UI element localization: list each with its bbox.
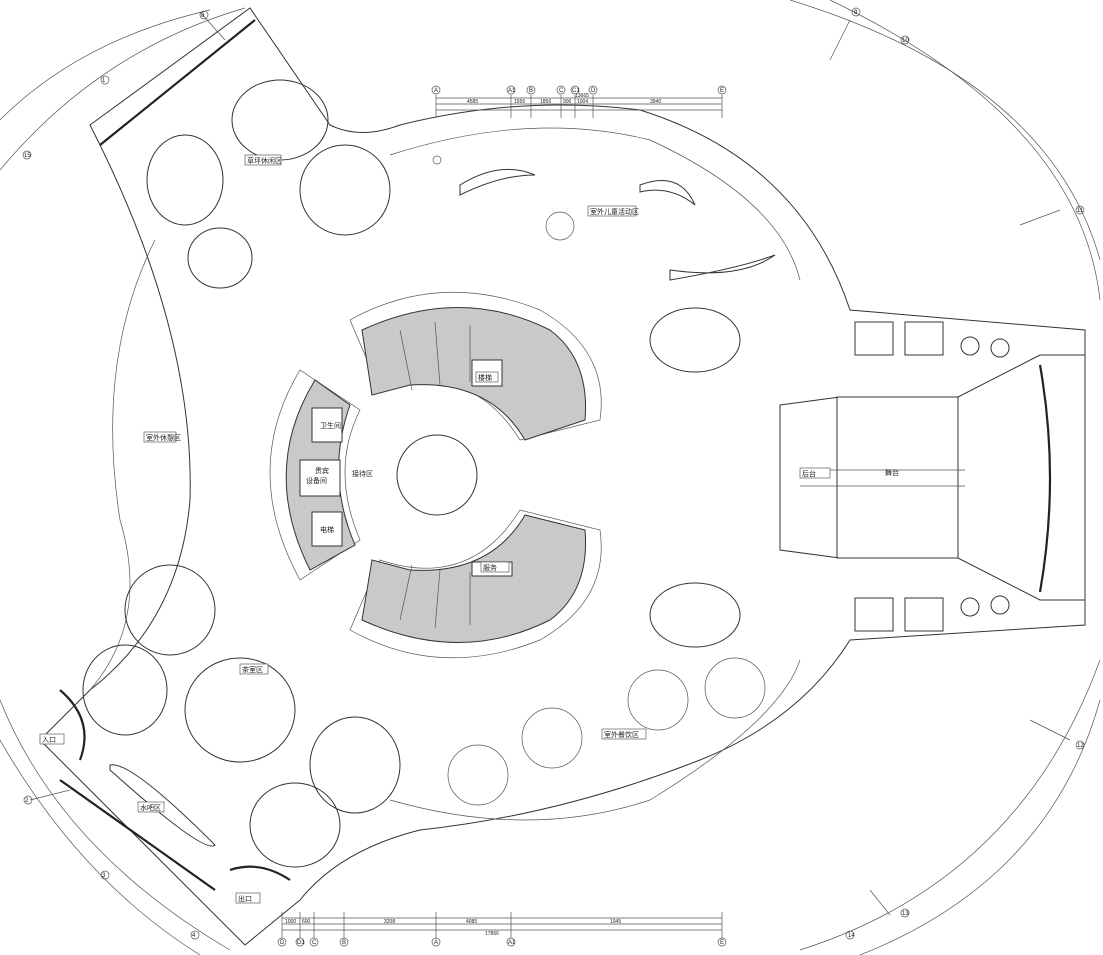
bottom-dimension-string: D D1 C B A A1 E 1000 600 3208 4085 1045 … xyxy=(277,912,727,947)
svg-text:D1: D1 xyxy=(297,940,305,946)
svg-text:2: 2 xyxy=(25,798,29,804)
label-toilet: 卫生间 xyxy=(320,421,341,430)
label-equipment: 设备间 xyxy=(306,476,327,485)
svg-text:A: A xyxy=(434,940,438,946)
svg-text:3208: 3208 xyxy=(384,919,395,925)
svg-text:4: 4 xyxy=(192,933,196,939)
svg-text:1000: 1000 xyxy=(285,919,296,925)
svg-text:1: 1 xyxy=(102,78,106,84)
label-lounge: 室外休憩区 xyxy=(146,433,181,442)
svg-text:E: E xyxy=(720,940,724,946)
label-grass-lounge: 草坪休闲区 xyxy=(247,156,282,165)
label-tea-area: 茶室区 xyxy=(242,665,263,674)
svg-text:11: 11 xyxy=(1077,208,1084,214)
svg-text:14: 14 xyxy=(848,933,855,939)
furniture xyxy=(82,79,1010,868)
label-lift: 电梯 xyxy=(320,525,334,534)
svg-text:A1: A1 xyxy=(508,940,516,946)
svg-text:600: 600 xyxy=(302,919,311,925)
svg-text:C: C xyxy=(312,940,317,946)
axis-markers: 8 9 10 11 12 13 14 15 1 2 3 4 xyxy=(22,7,1085,940)
svg-text:8: 8 xyxy=(201,13,205,19)
central-ring-building xyxy=(269,291,602,659)
svg-text:3: 3 xyxy=(102,873,106,879)
svg-text:9: 9 xyxy=(854,10,858,16)
stage-block xyxy=(779,354,1086,601)
label-outdoor-dining: 室外餐饮区 xyxy=(604,730,639,739)
svg-text:E: E xyxy=(720,88,724,94)
svg-text:17866: 17866 xyxy=(485,931,499,937)
svg-text:4585: 4585 xyxy=(467,99,478,105)
svg-text:B: B xyxy=(529,88,533,94)
label-reception: 接待区 xyxy=(352,469,373,478)
svg-text:1556: 1556 xyxy=(514,99,525,105)
central-atrium-void xyxy=(396,434,478,516)
svg-text:1045: 1045 xyxy=(610,919,621,925)
label-stair: 楼梯 xyxy=(478,373,492,382)
svg-text:C: C xyxy=(559,88,564,94)
svg-text:13: 13 xyxy=(902,911,909,917)
svg-text:10: 10 xyxy=(902,38,909,44)
svg-text:4085: 4085 xyxy=(466,919,477,925)
label-stage: 舞台 xyxy=(885,468,899,477)
svg-text:B: B xyxy=(342,940,346,946)
svg-text:3940: 3940 xyxy=(650,99,661,105)
label-vip: 贵宾 xyxy=(315,466,329,475)
label-water-bar: 水吧区 xyxy=(140,803,161,812)
label-entrance-a: 入口 xyxy=(42,736,56,744)
svg-text:15: 15 xyxy=(24,153,31,159)
building-outline xyxy=(39,7,1086,946)
svg-text:C1: C1 xyxy=(572,88,580,94)
label-entrance-b: 出口 xyxy=(238,894,252,903)
svg-text:D: D xyxy=(280,940,285,946)
label-backstage: 后台 xyxy=(802,469,816,478)
svg-text:A: A xyxy=(434,88,438,94)
svg-text:A1: A1 xyxy=(508,88,516,94)
label-info: 服务 xyxy=(483,563,497,572)
svg-text:1856: 1856 xyxy=(540,99,551,105)
svg-text:900: 900 xyxy=(563,99,572,105)
top-dimension-string: A A1 B C C1 D E 4585 1556 1856 900 1004 … xyxy=(431,85,727,118)
svg-text:1004: 1004 xyxy=(577,99,588,105)
area-labels: 草坪休闲区 室外儿童活动区 室外休憩区 舞台 后台 卫生间 贵宾 设备间 电梯 … xyxy=(39,154,899,904)
svg-text:D: D xyxy=(591,88,596,94)
svg-text:13665: 13665 xyxy=(575,93,589,99)
label-children-play: 室外儿童活动区 xyxy=(590,207,639,216)
svg-text:12: 12 xyxy=(1077,743,1084,749)
